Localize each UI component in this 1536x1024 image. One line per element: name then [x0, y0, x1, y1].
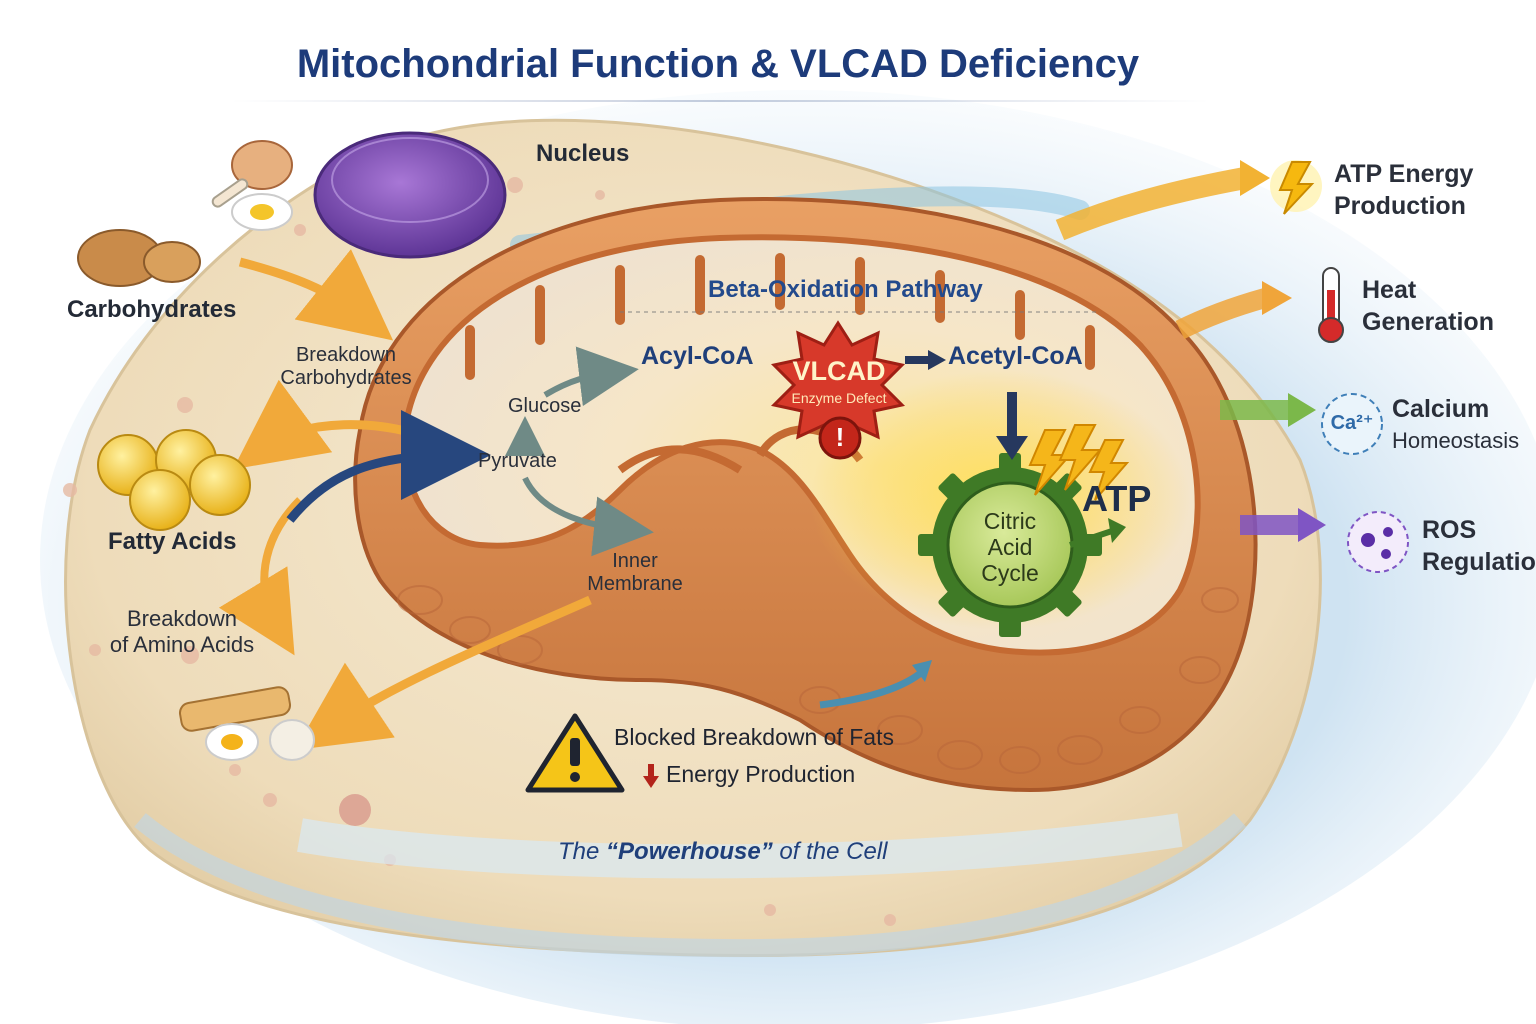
vlcad-alert-badge [818, 416, 862, 460]
nucleus-label: Nucleus [536, 140, 630, 167]
breakdown-carbs-label: Breakdown Carbohydrates [266, 344, 426, 390]
nucleus [313, 131, 507, 259]
powerhouse-post: of the Cell [772, 838, 888, 865]
breakdown-amino-line1: Breakdown [126, 606, 238, 631]
cristae [465, 253, 1095, 380]
vlcad-label: VLCAD [792, 356, 886, 386]
output-ros-line1: ROS [1422, 516, 1477, 544]
powerhouse-caption: The “Powerhouse” of the Cell [558, 838, 887, 866]
breakdown-amino-label: Breakdown of Amino Acids [92, 606, 272, 658]
citric-acid-cycle-label: Citric Acid Cycle [950, 508, 1070, 586]
powerhouse-band [297, 813, 1183, 879]
atp-output-arrowhead [1108, 518, 1126, 543]
fatty-to-pyruvate-arrow [286, 410, 491, 523]
calcium-output-arrow-head [1288, 393, 1316, 427]
protein-foods-icon [178, 686, 315, 761]
output-atp-energy: ATP Energy Production [1334, 158, 1473, 222]
egg-icon [231, 193, 293, 231]
down-arrow-icon [643, 764, 659, 788]
vlcad-to-acetyl-arrowhead [928, 350, 946, 370]
mitochondrion-texture [397, 585, 1239, 774]
pyruvate-to-membrane-arrow [522, 476, 654, 557]
breakdown-carbs-line2: Carbohydrates [280, 367, 412, 389]
vlcad-alert-mark: ! [835, 422, 845, 452]
output-calcium-line2: Homeostasis [1392, 428, 1520, 453]
beta-oxidation-label: Beta-Oxidation Pathway [708, 276, 983, 303]
output-atp-line2: Production [1334, 192, 1466, 220]
atp-output-arrow-head [1240, 160, 1270, 196]
output-heat-line2: Generation [1362, 308, 1494, 336]
inner-membrane-line1: Inner [612, 550, 658, 572]
heat-output-arrow-head [1262, 281, 1292, 315]
citric-line2: Acid [987, 534, 1033, 560]
breakdown-amino-line2: of Amino Acids [109, 632, 255, 657]
nucleus-texture [331, 137, 489, 223]
output-calcium-homeostasis: Calcium Homeostasis [1392, 393, 1519, 457]
lightning-bolts-icon [1028, 424, 1130, 501]
bread-icon [77, 229, 201, 287]
output-heat-line1: Heat [1362, 276, 1417, 304]
acetyl-coa-down-arrowhead [996, 436, 1028, 460]
glucose-to-acyl-arrow [543, 346, 639, 407]
chicken-drumstick-icon [211, 140, 293, 208]
title-underline [230, 100, 1210, 102]
atp-output-arrow-shaft [1055, 167, 1247, 241]
fatty-to-amino-arrow [218, 497, 303, 656]
output-ros-regulation: ROS Regulation [1422, 514, 1536, 578]
citric-line3: Cycle [981, 560, 1039, 586]
citric-line1: Citric [983, 508, 1037, 534]
vlcad-sub-label: Enzyme Defect [791, 390, 887, 406]
warning-to-mito-arrow [819, 669, 925, 709]
thermometer-icon [1318, 267, 1344, 343]
membrane-to-amino-arrow [295, 595, 592, 750]
cell-membrane-edge [134, 813, 1247, 958]
warning-line2: Energy Production [666, 761, 856, 787]
calcium-ion-icon [1321, 393, 1383, 455]
output-calcium-line1: Calcium [1392, 395, 1490, 423]
warning-triangle-icon [525, 713, 625, 793]
atp-output-arrow [1069, 527, 1116, 548]
carbs-to-mito-arrow [238, 249, 394, 341]
inner-membrane-label: Inner Membrane [565, 550, 705, 596]
acyl-coa-label: Acyl-CoA [641, 342, 754, 370]
warning-to-mito-arrowhead [912, 660, 932, 682]
output-atp-line1: ATP Energy [1334, 160, 1474, 188]
ros-molecule-icon [1347, 511, 1409, 573]
lightning-icon [1270, 160, 1322, 215]
breakdown-carbs-line1: Breakdown [295, 344, 397, 366]
carbohydrates-label: Carbohydrates [67, 296, 237, 323]
cytoplasm-granules [63, 177, 896, 926]
inner-membrane-line2: Membrane [587, 573, 683, 595]
acetyl-coa-label: Acetyl-CoA [948, 342, 1083, 370]
powerhouse-pre: The [558, 838, 607, 865]
fatty-acids-label: Fatty Acids [108, 528, 237, 555]
diagram-title: Mitochondrial Function & VLCAD Deficienc… [296, 42, 1140, 86]
heat-output-arrow-shaft [1175, 288, 1268, 339]
output-ros-line2: Regulation [1422, 548, 1536, 576]
warning-line1: Blocked Breakdown of Fats [614, 724, 894, 750]
pyruvate-label: Pyruvate [478, 450, 557, 472]
calcium-ion-text: Ca²⁺ [1330, 412, 1374, 434]
fat-droplets-icon [97, 429, 251, 531]
atp-label: ATP [1082, 478, 1152, 519]
output-heat-generation: Heat Generation [1362, 274, 1494, 338]
ros-output-arrow-head [1298, 508, 1326, 542]
glucose-label: Glucose [508, 395, 582, 417]
powerhouse-bold: “Powerhouse” [606, 838, 773, 865]
